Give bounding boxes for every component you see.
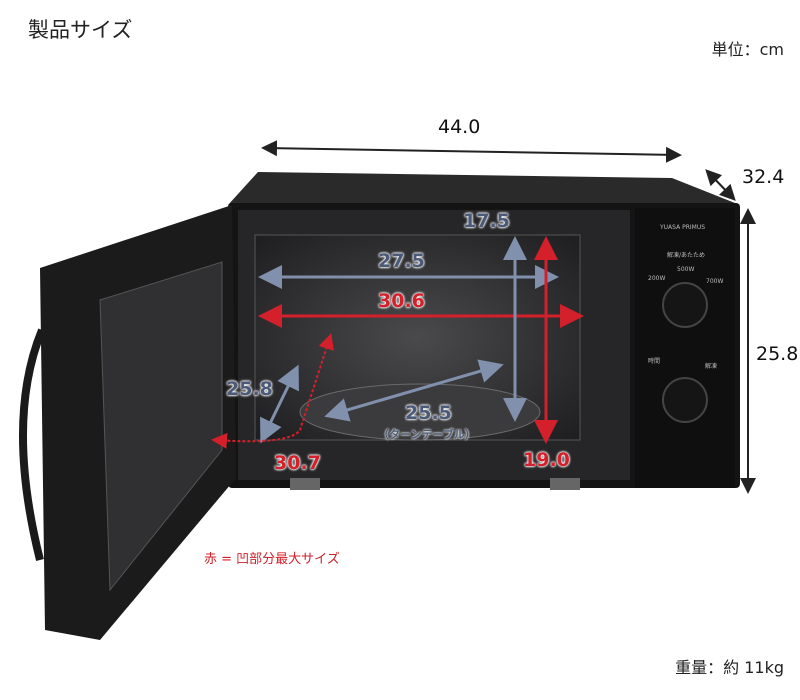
timer-label: 時間 [648, 358, 661, 365]
interior-width-value: 27.5 [378, 250, 425, 272]
turntable-label: （ターンテーブル） [378, 428, 476, 441]
turntable-value: 25.5 [405, 402, 452, 424]
width-value: 44.0 [438, 116, 481, 138]
legend-note: 赤 = 凹部分最大サイズ [204, 552, 340, 567]
width-arrow [261, 140, 682, 163]
height-value: 25.8 [756, 343, 799, 365]
mode-label: 解凍/あたため [667, 252, 706, 259]
defrost-label: 解凍 [705, 363, 718, 370]
depth-arrow [705, 169, 736, 201]
interior-height-value: 17.5 [463, 210, 510, 232]
power-low-label: 200W [648, 275, 666, 282]
turntable-arrow [324, 359, 504, 422]
weight-label: 重量：約 11kg [675, 658, 784, 677]
interior-depth-max-value: 30.7 [274, 452, 321, 474]
power-mid-label: 500W [677, 266, 695, 273]
unit-label: 単位：cm [711, 40, 784, 59]
power-high-label: 700W [706, 278, 724, 285]
interior-depth-value: 25.8 [226, 378, 273, 400]
interior-depth-max-arrow [211, 333, 334, 449]
page-title: 製品サイズ [28, 18, 133, 42]
brand-logo: YUASA PRIMUS [660, 224, 706, 231]
depth-value: 32.4 [742, 166, 785, 188]
open-door [19, 205, 236, 640]
interior-height-max-value: 19.0 [523, 449, 570, 471]
interior-width-max-value: 30.6 [378, 290, 425, 312]
